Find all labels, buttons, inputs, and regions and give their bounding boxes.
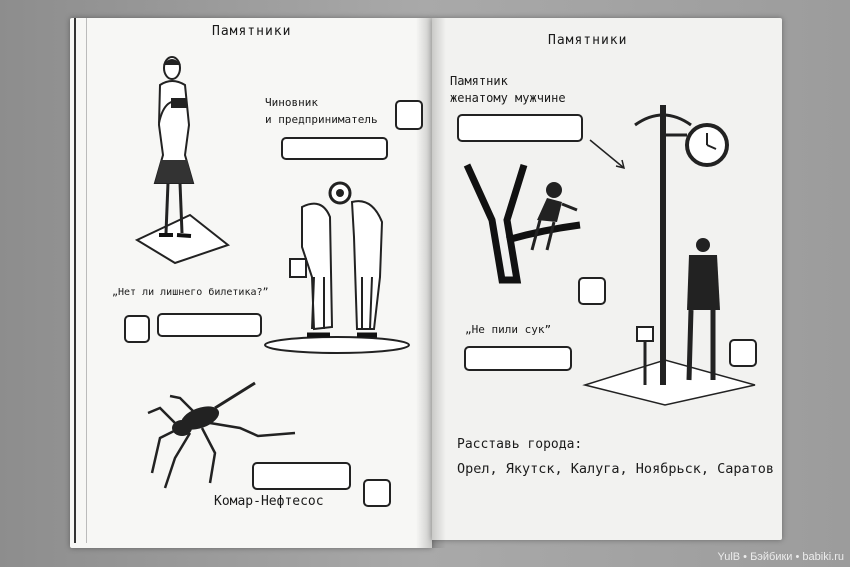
answer-checkbox-official[interactable]: [395, 100, 423, 130]
book-spine: [416, 18, 446, 548]
answer-field-married-man[interactable]: [457, 114, 583, 142]
clock-lamp-post-illustration: [582, 105, 756, 406]
cities-heading: Расставь города:: [457, 437, 583, 452]
answer-checkbox-branch[interactable]: [578, 277, 606, 305]
answer-checkbox-ticket[interactable]: [124, 315, 150, 343]
man-on-branch-illustration: [463, 163, 581, 284]
right-page-title: Памятники: [548, 33, 628, 48]
left-page-title: Памятники: [212, 24, 292, 39]
watermark: YulB • Бэйбики • babiki.ru: [717, 551, 844, 563]
page-edge: [74, 18, 87, 543]
pointer-arrow-icon: [589, 139, 626, 170]
answer-checkbox-mosquito[interactable]: [363, 479, 391, 507]
label-married-man: Памятник женатому мужчине: [450, 74, 566, 105]
label-official: Чиновник и предприниматель: [265, 96, 378, 126]
answer-field-mosquito[interactable]: [252, 462, 351, 490]
cities-list: Орел, Якутск, Калуга, Ноябрьск, Саратов: [457, 461, 774, 477]
label-branch: „Не пили сук”: [465, 323, 552, 336]
mosquito-illustration: [147, 381, 296, 489]
label-ticket: „Нет ли лишнего билетика?”: [112, 287, 269, 298]
right-page: [432, 18, 782, 540]
answer-field-ticket[interactable]: [157, 313, 262, 337]
answer-field-branch[interactable]: [464, 346, 572, 371]
label-mosquito: Комар-Нефтесос: [214, 494, 324, 509]
answer-checkbox-married-man[interactable]: [729, 339, 757, 367]
woman-statue-illustration: [134, 56, 231, 265]
official-businessman-illustration: [264, 181, 410, 354]
answer-field-official[interactable]: [281, 137, 388, 160]
